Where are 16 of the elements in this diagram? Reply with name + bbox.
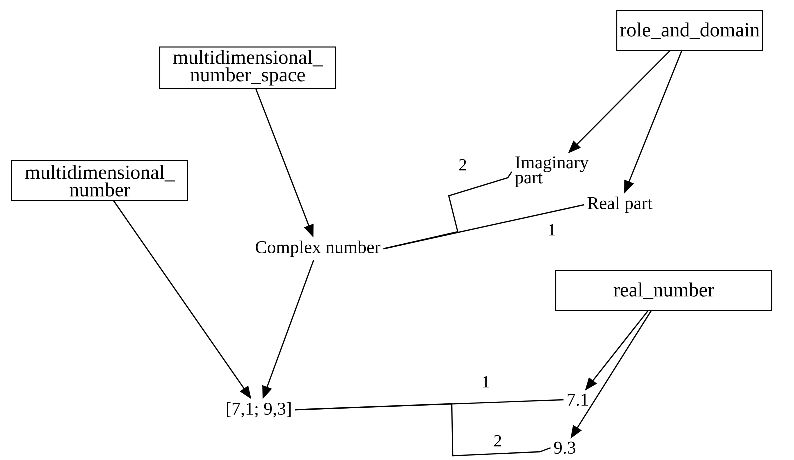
concept-label: Real part <box>588 196 653 214</box>
concept-label: Imaginary part <box>515 156 589 188</box>
concept-label: 7.1 <box>568 394 588 406</box>
concept-box: multidimensional_ number_space <box>160 46 336 90</box>
concept-label: [7,1; 9,3] <box>227 402 291 418</box>
concept-label: Complex number <box>256 240 381 258</box>
concept-label: 9.3 <box>554 442 576 454</box>
edge-label: 1 <box>549 224 556 236</box>
concept-box: multidimensional_ number <box>12 160 188 202</box>
concept-box: role_and_domain <box>616 10 764 52</box>
connector-line <box>384 172 512 250</box>
edge-label: 2 <box>460 159 466 171</box>
edge-label: 1 <box>483 376 490 388</box>
connector-line <box>295 403 551 457</box>
edge-label: 2 <box>494 435 502 447</box>
concept-box: real_number <box>556 270 772 312</box>
